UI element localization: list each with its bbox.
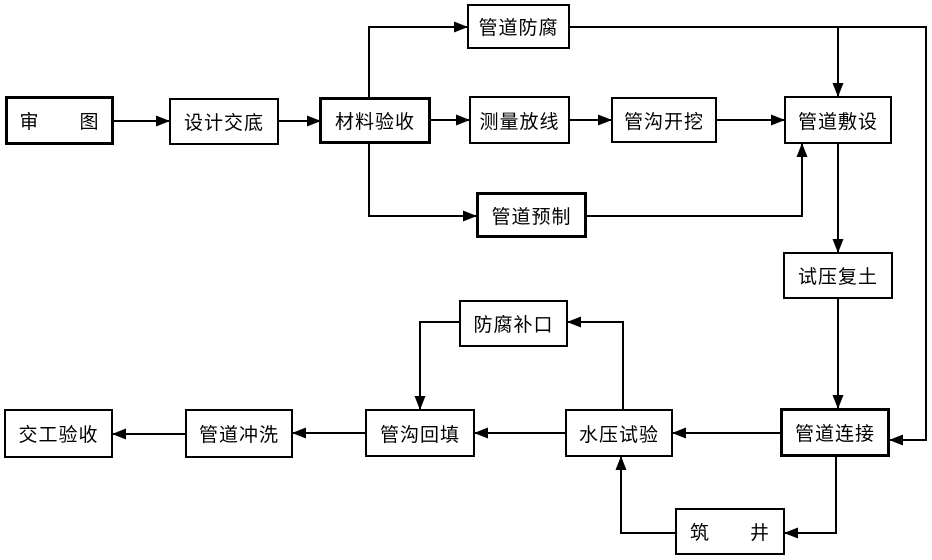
node-cailiao-yanshou-label: 材料验收 xyxy=(334,112,415,133)
node-shiya-futu: 试压复土 xyxy=(783,252,893,299)
node-guangou-huitian: 管沟回填 xyxy=(365,409,475,457)
node-shuiya-shiyan-label: 水压试验 xyxy=(578,424,659,446)
edge-fangfu-bukou-to-guangou-huitian xyxy=(414,321,459,410)
edge-cailiao-yanshou-to-guandao-yuzhi xyxy=(368,144,477,222)
node-fangfu-bukou: 防腐补口 xyxy=(459,300,568,347)
node-guandao-fangfu: 管道防腐 xyxy=(467,4,570,49)
node-guandao-yuzhi-label: 管道预制 xyxy=(491,206,572,228)
node-guangou-huitian-label: 管沟回填 xyxy=(379,424,460,446)
node-shiya-futu-label: 试压复土 xyxy=(797,267,878,288)
edge-guandao-yuzhi-to-guandao-fushe xyxy=(587,143,808,217)
node-celiang-fangxian: 测量放线 xyxy=(469,96,570,144)
node-zhu-jing: 筑 井 xyxy=(675,508,785,555)
node-cailiao-yanshou: 材料验收 xyxy=(319,97,431,144)
node-guandao-fangfu-label: 管道防腐 xyxy=(478,18,559,39)
node-guangou-kaiwa-label: 管沟开挖 xyxy=(623,111,704,133)
node-guandao-fushe: 管道敷设 xyxy=(784,96,892,144)
node-celiang-fangxian-label: 测量放线 xyxy=(479,111,560,133)
edge-shuiya-shiyan-to-fangfu-bukou xyxy=(567,316,624,409)
node-shen-tu: 审 图 xyxy=(5,96,114,145)
node-shuiya-shiyan: 水压试验 xyxy=(565,409,673,457)
node-guandao-fushe-label: 管道敷设 xyxy=(797,111,878,133)
edge-zhu-jing-to-shuiya-shiyan xyxy=(615,456,675,534)
node-sheji-jiaodi-label: 设计交底 xyxy=(183,113,264,134)
edge-guandao-fangfu-to-guandao-lianjie xyxy=(570,26,927,446)
node-guandao-chongxi: 管道冲洗 xyxy=(185,409,293,458)
node-guandao-yuzhi: 管道预制 xyxy=(476,192,587,238)
edge-cailiao-yanshou-to-guandao-fangfu xyxy=(368,21,468,97)
node-guandao-lianjie: 管道连接 xyxy=(780,408,890,457)
node-shen-tu-label: 审 图 xyxy=(19,112,100,133)
node-jiaogong-yanshou: 交工验收 xyxy=(4,409,113,458)
node-guangou-kaiwa: 管沟开挖 xyxy=(611,97,717,143)
node-fangfu-bukou-label: 防腐补口 xyxy=(473,315,554,336)
node-sheji-jiaodi: 设计交底 xyxy=(169,98,279,145)
node-guandao-lianjie-label: 管道连接 xyxy=(794,424,875,445)
node-zhu-jing-label: 筑 井 xyxy=(689,523,770,544)
node-jiaogong-yanshou-label: 交工验收 xyxy=(18,425,99,446)
edge-guandao-lianjie-to-zhu-jing xyxy=(784,457,837,539)
node-guandao-chongxi-label: 管道冲洗 xyxy=(198,425,279,446)
